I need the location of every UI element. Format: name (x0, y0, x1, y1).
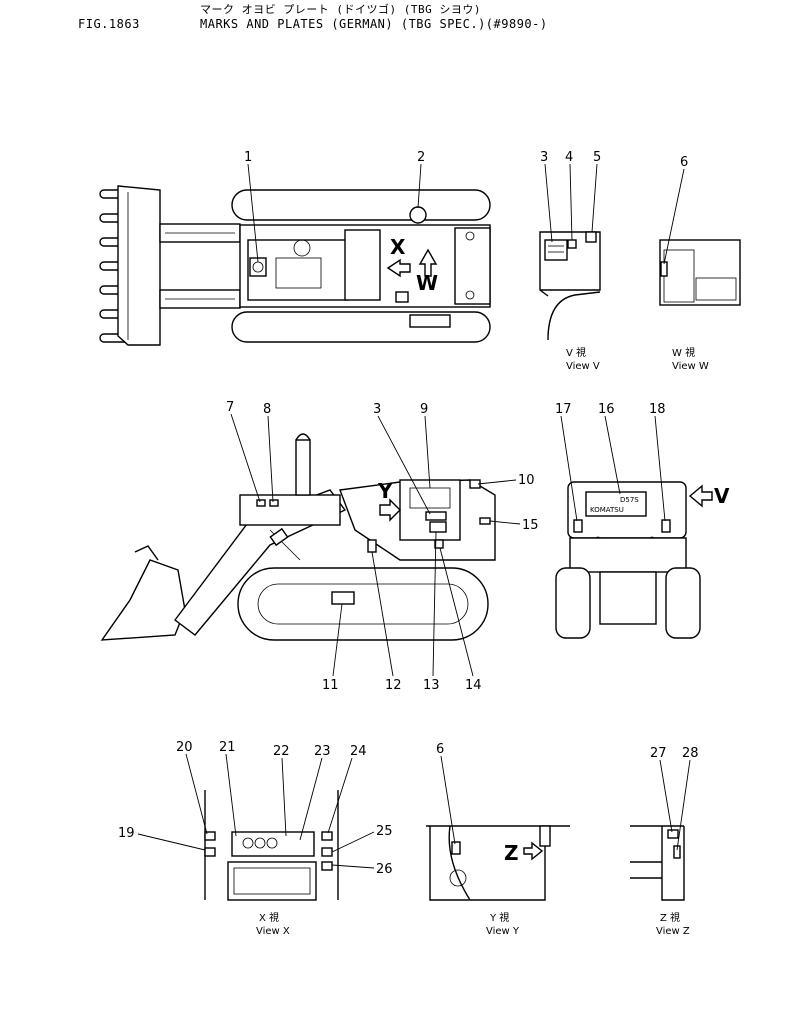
view-letter-y-side: Y (377, 479, 393, 503)
caption-view-v-en: View V (566, 361, 600, 372)
callout-3-side: 3 (373, 402, 381, 417)
callout-12: 12 (385, 678, 402, 693)
mark-plate-2 (409, 206, 427, 224)
arrow-v-rear (688, 484, 713, 508)
view-letter-x-top: X (390, 235, 406, 259)
callout-5: 5 (593, 150, 601, 165)
callout-6-view-y: 6 (436, 742, 444, 757)
view-letter-z-in-y: Z (504, 841, 519, 865)
callout-20: 20 (176, 740, 193, 755)
side-plate-3 (425, 511, 447, 521)
caption-view-v-jp: V 視 (566, 346, 586, 359)
rear-radiator (454, 227, 491, 305)
plate-4-view-v (567, 239, 577, 249)
arrow-y-side (379, 498, 401, 522)
callout-10: 10 (518, 473, 535, 488)
caption-view-x-en: View X (256, 926, 290, 937)
callout-2: 2 (417, 150, 425, 165)
callout-23: 23 (314, 744, 331, 759)
plate-27 (667, 829, 679, 839)
track-lower (231, 311, 491, 343)
side-plate-14 (434, 539, 444, 549)
callout-26: 26 (376, 862, 393, 877)
callout-4: 4 (565, 150, 573, 165)
view-x-detail: 20 21 22 23 24 19 25 26 X 視 View X (118, 740, 393, 937)
caption-view-w-jp: W 視 (672, 346, 695, 359)
view-v-detail: 3 4 5 V 視 View V (539, 150, 601, 372)
callout-21: 21 (219, 740, 236, 755)
callout-6-view-w: 6 (680, 155, 688, 170)
callout-3-view-v: 3 (540, 150, 548, 165)
caption-view-w-en: View W (672, 361, 709, 372)
plate-text-komatsu: KOMATSU (590, 506, 624, 514)
arrow-w-top (418, 248, 438, 277)
side-plate-12 (367, 539, 377, 553)
title-japanese: マーク オヨビ プレート (ドイツゴ) (TBG シヨウ) (200, 3, 481, 16)
view-z-detail: 27 28 Z 視 View Z (630, 746, 699, 937)
plate-6-view-y (451, 841, 461, 855)
callout-11: 11 (322, 678, 339, 693)
view-w-detail: 6 W 視 View W (659, 155, 741, 372)
rear-track-right (665, 567, 701, 639)
caption-view-z-en: View Z (656, 926, 690, 937)
rear-view-machine: KOMATSU D57S V 17 16 18 (555, 402, 730, 639)
bucket (117, 185, 161, 346)
callout-19: 19 (118, 826, 135, 841)
caption-view-y-en: View Y (486, 926, 520, 937)
callout-15: 15 (522, 518, 539, 533)
caption-view-x-jp: X 視 (259, 911, 279, 924)
plate-3-view-v (544, 239, 568, 261)
side-plate-15 (479, 517, 491, 525)
arrow-z (523, 841, 544, 861)
callouts-top-view: 1 2 (244, 150, 425, 263)
plate-6-view-w (660, 261, 668, 277)
rear-track-left (555, 567, 591, 639)
callout-22: 22 (273, 744, 290, 759)
view-letter-v-rear: V (714, 484, 730, 508)
side-view-machine: Y (100, 433, 496, 641)
callout-14: 14 (465, 678, 482, 693)
callouts-side-view: 7 8 3 9 10 15 11 12 13 14 (226, 400, 539, 693)
side-bucket (100, 559, 186, 641)
cab-roof (344, 229, 381, 301)
side-engine-hood (239, 494, 341, 526)
callout-28: 28 (682, 746, 699, 761)
exhaust-pipe (295, 439, 311, 496)
rear-plate-18 (661, 519, 671, 533)
view-x-panel (231, 831, 315, 857)
callout-7: 7 (226, 400, 234, 415)
top-view-machine: X W (99, 185, 491, 346)
callout-25: 25 (376, 824, 393, 839)
callout-9: 9 (420, 402, 428, 417)
track-upper (231, 189, 491, 221)
figure-number: FIG.1863 (78, 17, 140, 31)
view-y-detail: Z 6 Y 視 View Y (426, 742, 570, 937)
callout-18: 18 (649, 402, 666, 417)
callout-8: 8 (263, 402, 271, 417)
side-mark-8 (269, 499, 279, 507)
callout-13: 13 (423, 678, 440, 693)
rear-body (569, 537, 687, 573)
rear-frame (599, 571, 657, 625)
plate-5-view-v (585, 231, 597, 243)
caption-view-z-jp: Z 視 (660, 911, 680, 924)
callout-1: 1 (244, 150, 252, 165)
caption-view-y-jp: Y 視 (489, 911, 509, 924)
arrow-x-top (386, 258, 411, 278)
callout-16: 16 (598, 402, 615, 417)
view-letter-w-top: W (416, 271, 438, 295)
rear-plate-17 (573, 519, 583, 533)
callout-27: 27 (650, 746, 667, 761)
side-plate-11 (331, 591, 355, 605)
callout-24: 24 (350, 744, 367, 759)
plate-text-model: D57S (620, 496, 639, 504)
title-english: MARKS AND PLATES (GERMAN) (TBG SPEC.)(#9… (200, 17, 548, 31)
side-mark-7 (256, 499, 266, 507)
plate-28 (673, 845, 681, 859)
callout-17: 17 (555, 402, 572, 417)
side-plate-13 (429, 521, 447, 533)
side-track (237, 567, 489, 641)
rear-plate-16 (585, 491, 647, 517)
